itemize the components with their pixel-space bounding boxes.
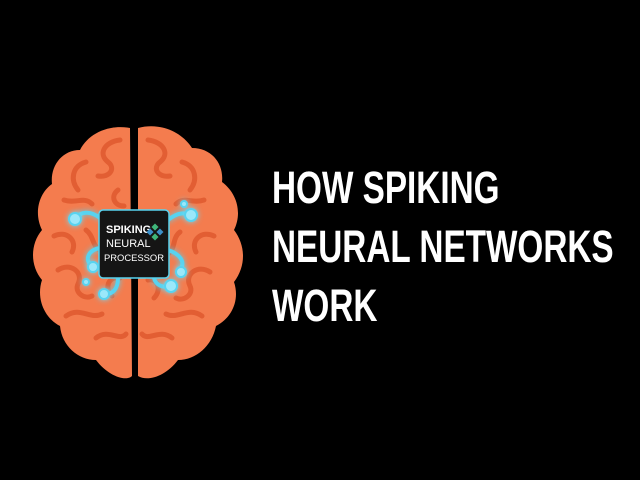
- neuron-nodes: [68, 200, 198, 300]
- left-hemisphere: [33, 127, 132, 379]
- page-title: HOW SPIKING NEURAL NETWORKS WORK: [272, 158, 614, 335]
- chip-label-line1: SPIKING: [106, 224, 151, 236]
- chip-label-line3: PROCESSOR: [104, 253, 164, 264]
- title-line-2: NEURAL NETWORKS: [272, 221, 614, 272]
- chip-label-line2: NEURAL: [106, 238, 151, 250]
- chip-logo-icon: [146, 223, 164, 241]
- title-line-3: WORK: [272, 280, 378, 331]
- processor-chip: SPIKING NEURAL PROCESSOR: [98, 209, 170, 279]
- title-line-1: HOW SPIKING: [272, 162, 500, 213]
